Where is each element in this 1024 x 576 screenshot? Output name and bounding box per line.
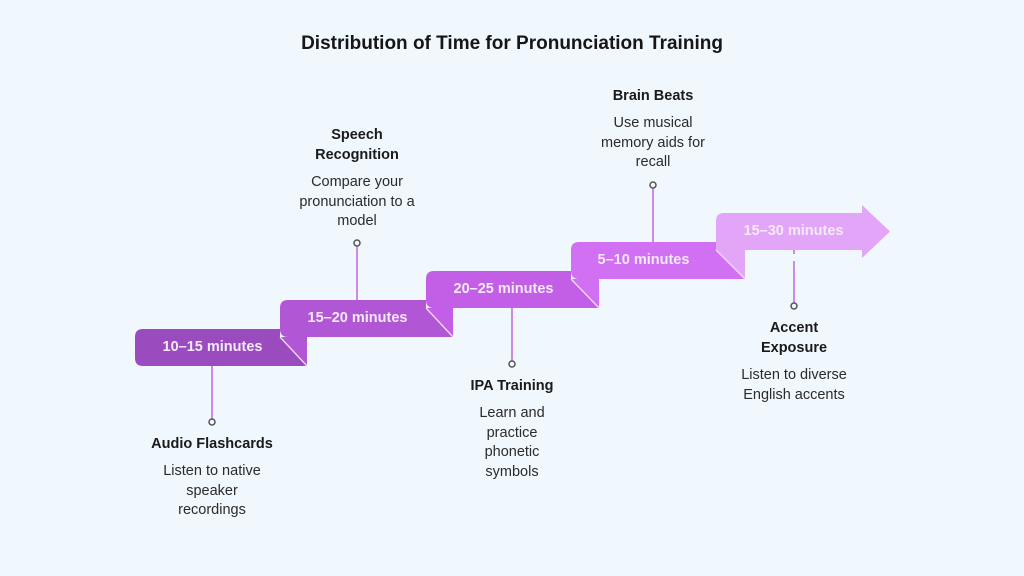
node-speech-recognition: Speech Recognition Compare your pronunci…	[277, 125, 437, 232]
node-description: Learn and practice phonetic symbols	[479, 405, 545, 480]
node-description: Listen to diverse English accents	[741, 367, 847, 403]
node-ipa-training: IPA Training Learn and practice phonetic…	[432, 376, 592, 482]
step-4-shape	[571, 242, 745, 279]
step-2-shape	[280, 300, 453, 337]
node-audio-flashcards: Audio Flashcards Listen to native speake…	[132, 434, 292, 521]
step-5-duration: 15–30 minutes	[743, 223, 844, 239]
connector-3	[508, 308, 516, 368]
node-brain-beats: Brain Beats Use musical memory aids for …	[573, 86, 733, 173]
node-description: Use musical memory aids for recall	[601, 115, 705, 170]
diagram-title: Distribution of Time for Pronunciation T…	[301, 33, 723, 54]
node-title: IPA Training	[470, 378, 554, 394]
connector-1	[208, 366, 216, 426]
node-accent-exposure: Accent Exposure Listen to diverse Englis…	[714, 318, 874, 405]
connector-2	[353, 239, 361, 300]
step-3-duration: 20–25 minutes	[453, 281, 554, 297]
step-5-arrow-shape	[716, 205, 890, 258]
node-title: Accent Exposure	[760, 320, 828, 356]
step-4-duration: 5–10 minutes	[597, 252, 690, 268]
step-1-duration: 10–15 minutes	[162, 339, 263, 355]
step-3-shape	[426, 271, 599, 308]
connector-5	[790, 250, 798, 310]
node-description: Listen to native speaker recordings	[163, 463, 261, 518]
node-description: Compare your pronunciation to a model	[299, 174, 415, 229]
node-title: Speech Recognition	[315, 127, 399, 163]
step-2-duration: 15–20 minutes	[307, 310, 408, 326]
node-title: Audio Flashcards	[151, 436, 273, 452]
connector-4	[649, 181, 657, 242]
node-title: Brain Beats	[612, 88, 694, 104]
step-1-shape	[135, 329, 307, 366]
